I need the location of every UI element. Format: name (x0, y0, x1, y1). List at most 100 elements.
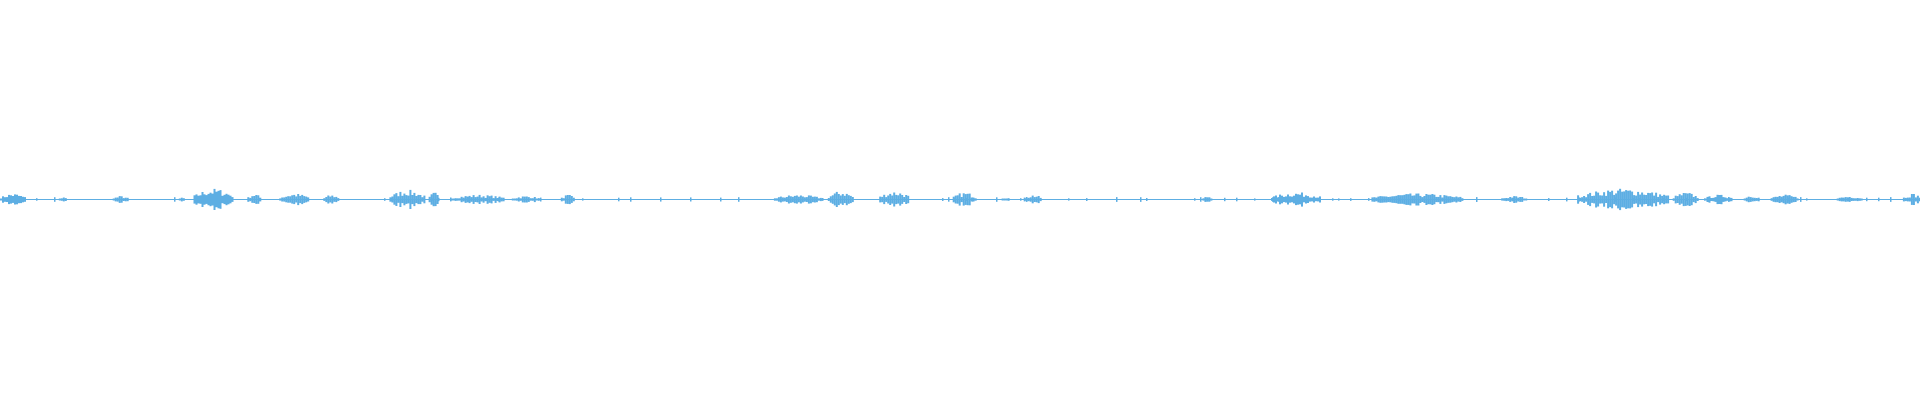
waveform-bar (207, 193, 210, 206)
waveform-bar (1686, 197, 1688, 202)
waveform-bar (174, 197, 176, 202)
waveform-bar (498, 196, 501, 203)
waveform-bar (1910, 194, 1913, 205)
waveform-bar (1311, 197, 1313, 202)
waveform-bar (540, 197, 542, 202)
waveform-bar (1039, 197, 1042, 202)
waveform-bar (1680, 195, 1683, 204)
waveform-bar (1663, 194, 1666, 205)
waveform-bar (1455, 196, 1458, 203)
waveform-bar (1279, 194, 1281, 205)
waveform-bar (397, 196, 400, 203)
waveform-bar (1704, 198, 1706, 201)
waveform-bar (1521, 197, 1524, 202)
waveform-bar (531, 198, 534, 201)
waveform-bar (1273, 196, 1275, 203)
waveform-bar (1429, 194, 1432, 205)
waveform-bar (289, 196, 292, 203)
waveform-bar (1389, 196, 1392, 203)
waveform-bar (122, 198, 125, 201)
waveform-bar (1667, 195, 1670, 204)
waveform-bar (847, 195, 850, 204)
waveform-bar (287, 196, 290, 203)
waveform-bar (1730, 197, 1733, 202)
waveform-bar (227, 194, 230, 205)
waveform-bar (421, 197, 424, 202)
waveform-bar (327, 195, 330, 204)
waveform-bar (1854, 198, 1857, 201)
waveform-bar (1515, 196, 1518, 203)
waveform-bar (1614, 197, 1616, 202)
waveform-bar (511, 198, 514, 201)
waveform-bar (502, 197, 505, 202)
waveform-bar (1395, 195, 1398, 204)
waveform-bar (1643, 194, 1646, 205)
waveform-bar (1708, 196, 1711, 203)
waveform-bar (956, 195, 959, 204)
waveform-bar (1635, 195, 1638, 204)
waveform-bar (966, 193, 969, 206)
waveform-bar (54, 197, 56, 202)
waveform-bar (1457, 197, 1460, 202)
waveform-bar (255, 195, 258, 204)
waveform-bar (1503, 198, 1506, 201)
waveform-bar (720, 197, 722, 202)
waveform-bar (253, 196, 256, 203)
waveform-bar (1332, 198, 1334, 201)
waveform-bar (952, 196, 955, 203)
waveform-bar (1425, 194, 1428, 205)
waveform-bar (460, 196, 463, 203)
waveform-bar (962, 193, 965, 206)
waveform-bar (1417, 193, 1420, 206)
waveform-bar (1194, 198, 1196, 201)
waveform-bar (500, 197, 503, 202)
waveform-bar (1383, 196, 1386, 203)
waveform-bar (1806, 198, 1808, 201)
waveform-bar (1784, 194, 1787, 205)
waveform-bar (1391, 196, 1394, 203)
waveform-bar (1409, 193, 1412, 206)
waveform-bar (1375, 197, 1378, 202)
waveform-bar (787, 195, 790, 204)
waveform-bar (1662, 197, 1664, 202)
waveform-bar (393, 194, 396, 205)
waveform-bar (1350, 198, 1352, 201)
waveform-bar (1788, 195, 1791, 204)
waveform-bar (966, 198, 968, 201)
waveform-bar (1381, 196, 1384, 203)
waveform-bar (1291, 196, 1293, 203)
waveform-bar (1398, 198, 1400, 201)
waveform-bar (1716, 198, 1718, 201)
waveform-bar (195, 194, 198, 205)
waveform-bar (1338, 198, 1340, 201)
waveform-bar (1601, 195, 1604, 204)
waveform-bar (413, 192, 416, 207)
waveform-bar (1908, 197, 1911, 202)
waveform-bar (1890, 197, 1892, 202)
waveform-bar (217, 190, 220, 209)
waveform-bar (1856, 198, 1859, 202)
waveform-bar (22, 196, 24, 203)
waveform-bar (1651, 192, 1654, 207)
waveform-bar (1208, 197, 1211, 202)
waveform-bar (954, 195, 957, 204)
waveform-bar (568, 195, 571, 205)
waveform-bar (996, 197, 998, 202)
waveform-bar (1746, 197, 1748, 202)
waveform-bar (1433, 194, 1436, 205)
waveform-bar (325, 197, 328, 203)
waveform-bar (777, 197, 780, 202)
waveform-bar (285, 196, 288, 203)
waveform-bar (1419, 195, 1422, 203)
waveform-bar (885, 197, 888, 202)
waveform-bar (390, 198, 392, 201)
waveform-bar (903, 197, 906, 202)
waveform-bar (1385, 196, 1388, 203)
waveform-bar (1519, 197, 1522, 202)
waveform-bar (293, 194, 296, 205)
waveform-bar (773, 198, 776, 201)
waveform-bar (1724, 197, 1727, 202)
waveform-bar (299, 195, 302, 204)
waveform-bar (1605, 195, 1608, 203)
